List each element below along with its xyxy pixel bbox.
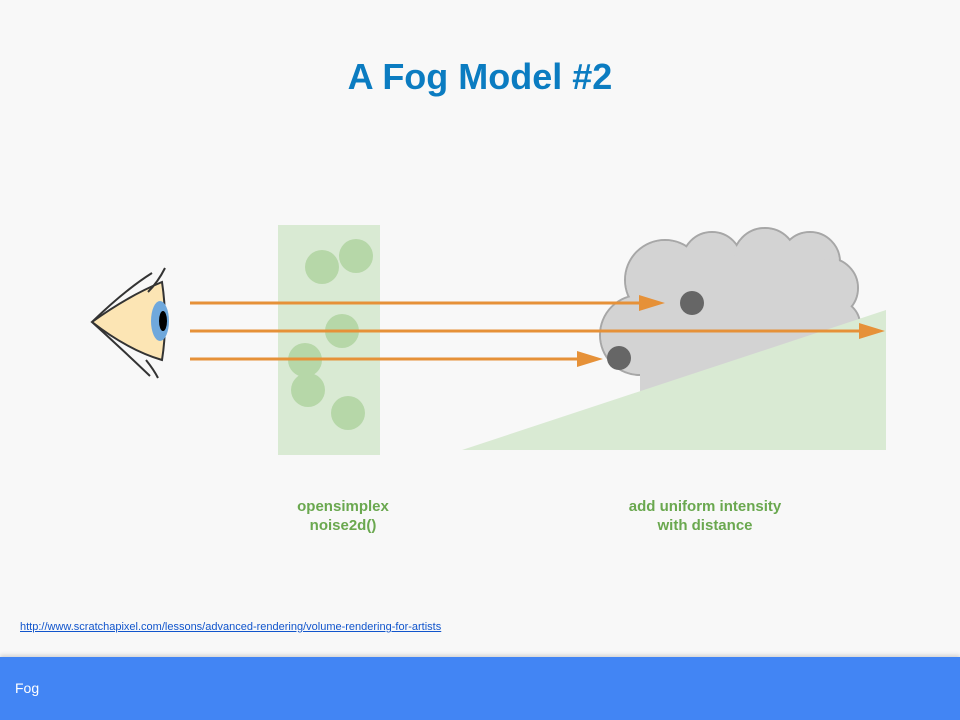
slide-title: A Fog Model #2 xyxy=(347,56,613,97)
noise-caption: opensimplex noise2d() xyxy=(248,497,438,535)
noise-blob xyxy=(331,396,365,430)
ground-slope xyxy=(462,310,886,450)
noise-caption-line: opensimplex xyxy=(297,498,389,515)
eye-icon xyxy=(90,267,169,379)
ray-arrowhead xyxy=(577,351,603,367)
view-rays xyxy=(190,295,885,367)
hit-point xyxy=(607,346,631,370)
footer-label: Fog xyxy=(15,680,40,696)
noise-blob xyxy=(291,373,325,407)
ray-arrowhead xyxy=(859,323,885,339)
ray-arrowhead xyxy=(639,295,665,311)
hit-point xyxy=(680,291,704,315)
distance-caption-line: with distance xyxy=(657,517,753,534)
noise-blob xyxy=(305,250,339,284)
noise-caption-line: noise2d() xyxy=(309,517,377,534)
footer-bar: Fog xyxy=(0,657,960,720)
reference-link[interactable]: http://www.scratchapixel.com/lessons/adv… xyxy=(20,621,442,633)
noise-blob xyxy=(339,239,373,273)
distance-caption: add uniform intensity with distance xyxy=(580,497,830,535)
distance-caption-line: add uniform intensity xyxy=(628,498,782,515)
